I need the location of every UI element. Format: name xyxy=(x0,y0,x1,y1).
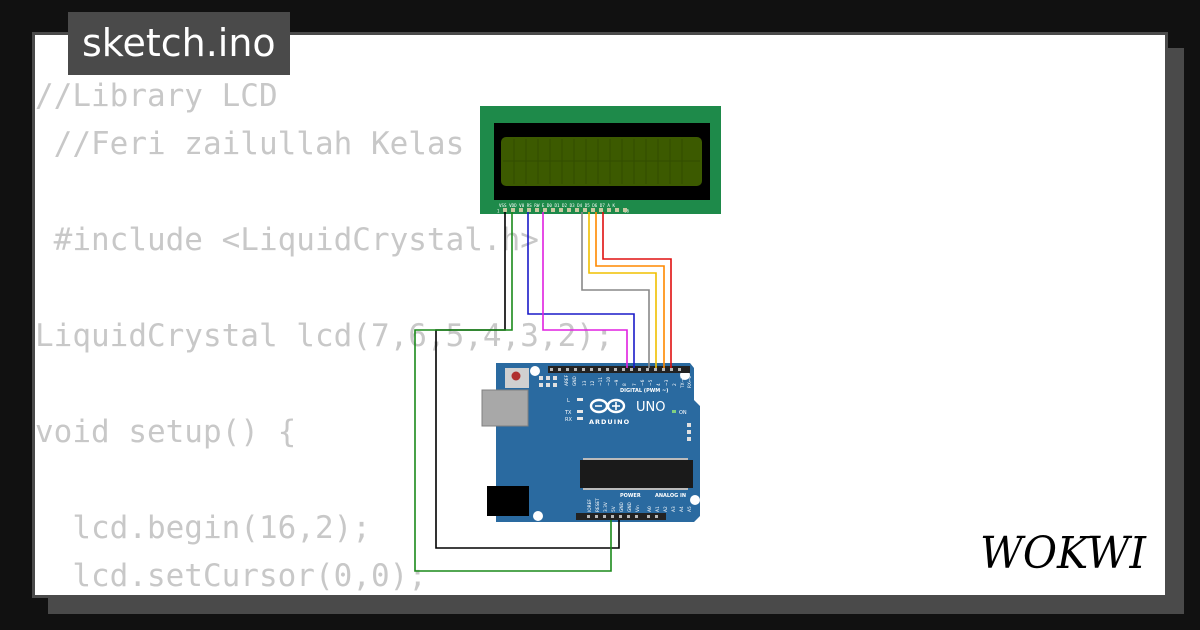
analog-pin-labels: A0 A1 A2 A3 A4 A5 xyxy=(647,506,693,512)
rx-label: RX xyxy=(565,417,572,423)
pin-label: 12 xyxy=(590,380,596,386)
pin-label: RX←0 xyxy=(687,375,693,388)
wire-blue[interactable] xyxy=(527,212,635,368)
code-editor[interactable]: //Library LCD //Feri zailullah Kelas #in… xyxy=(35,72,614,600)
digital-header-pins xyxy=(550,368,681,371)
pin-label: 5V xyxy=(611,506,617,512)
tx-led xyxy=(577,410,583,413)
model-label: UNO xyxy=(636,400,665,415)
code-line: //Feri zailullah Kelas xyxy=(35,126,465,162)
pin-label: ~3 xyxy=(664,379,670,386)
pin-label: A5 xyxy=(687,506,693,512)
pin-label: Vin xyxy=(635,505,641,512)
pin-label: A2 xyxy=(663,506,669,512)
atmega-chip xyxy=(580,460,693,488)
filename-tab[interactable]: sketch.ino xyxy=(68,12,290,75)
pin-label: A4 xyxy=(679,506,685,512)
wire-magenta[interactable] xyxy=(542,212,628,368)
analog-label: ANALOG IN xyxy=(655,493,686,499)
code-line: lcd.setCursor(0,0); xyxy=(35,558,427,594)
brand-label: ARDUINO xyxy=(589,418,630,426)
pin-label: ~9 xyxy=(614,379,620,386)
wire-green[interactable] xyxy=(414,212,612,572)
arduino-uno-board[interactable]: AREF GND 13 12 ~11 ~10 ~9 8 7 ~6 ~5 4 ~3… xyxy=(481,363,700,522)
rx-led xyxy=(577,417,583,420)
pin-label: ~11 xyxy=(598,377,604,386)
on-led xyxy=(672,410,676,413)
pin-label: TX→1 xyxy=(680,376,686,389)
code-line: LiquidCrystal lcd(7,6,5,4,3,2); xyxy=(35,318,614,354)
power-label: POWER xyxy=(620,493,641,499)
wire-yellow[interactable] xyxy=(588,212,657,368)
l-led xyxy=(577,398,583,401)
power-jack xyxy=(487,486,529,516)
pin-label: 8 xyxy=(622,383,628,386)
pin-label: A0 xyxy=(647,506,653,512)
chip-pins xyxy=(583,458,688,490)
pin-label: 13 xyxy=(582,380,588,386)
pin-label: 4 xyxy=(656,383,662,386)
lcd-module[interactable]: VSS VDD V0 RS RW E D0 D1 D2 D3 D4 D5 D6 … xyxy=(480,106,721,214)
power-pin-labels: IOREF RESET 3.3V 5V GND GND Vin xyxy=(587,498,641,512)
wire-red[interactable] xyxy=(602,212,672,368)
pin-label: ~10 xyxy=(606,377,612,386)
mount-hole xyxy=(690,495,700,505)
lcd-pin-labels: VSS VDD V0 RS RW E D0 D1 D2 D3 D4 D5 D6 … xyxy=(499,203,615,208)
pin-label: 7 xyxy=(632,383,638,386)
pin-label: GND xyxy=(619,501,625,512)
code-line: void setup() { xyxy=(35,414,297,450)
lcd-pin-number-first: 1 xyxy=(497,209,500,214)
lcd-char-grid xyxy=(503,139,700,184)
pin-label: 2 xyxy=(672,383,678,386)
wire-gray[interactable] xyxy=(581,212,650,368)
digital-label: DIGITAL (PWM ~) xyxy=(620,388,668,394)
on-label: ON xyxy=(679,410,687,416)
wire-orange[interactable] xyxy=(595,212,665,368)
icsp-header xyxy=(539,376,691,441)
arduino-logo xyxy=(589,398,626,414)
mount-hole xyxy=(533,511,543,521)
pin-label: AREF xyxy=(564,374,570,386)
l-label: L xyxy=(567,398,570,404)
pin-label: GND xyxy=(627,501,633,512)
power-header-pins xyxy=(587,515,658,518)
code-line: #include <LiquidCrystal.h> xyxy=(35,222,539,258)
usb-port xyxy=(481,389,529,427)
mount-hole xyxy=(530,366,540,376)
wire-black[interactable] xyxy=(435,212,620,549)
pin-label: ~5 xyxy=(648,379,654,386)
code-line: //Library LCD xyxy=(35,78,278,114)
digital-header xyxy=(548,366,690,373)
wokwi-logo-text: WOKWI xyxy=(980,528,1148,576)
pin-label: A1 xyxy=(655,506,661,512)
reset-button[interactable] xyxy=(511,371,521,381)
pin-label: A3 xyxy=(671,506,677,512)
digital-pin-labels: AREF GND 13 12 ~11 ~10 ~9 8 7 ~6 ~5 4 ~3… xyxy=(564,374,693,389)
pin-label: GND xyxy=(572,375,578,386)
lcd-header-pins xyxy=(503,208,627,212)
code-line: lcd.begin(16,2); xyxy=(35,510,371,546)
pin-label: RESET xyxy=(595,498,601,512)
wokwi-logo: WOKWI xyxy=(980,528,1148,576)
wires xyxy=(414,212,672,572)
tx-label: TX xyxy=(564,410,572,416)
pin-label: IOREF xyxy=(587,499,593,512)
pin-label: ~6 xyxy=(640,379,646,386)
pin-label: 3.3V xyxy=(603,502,609,512)
